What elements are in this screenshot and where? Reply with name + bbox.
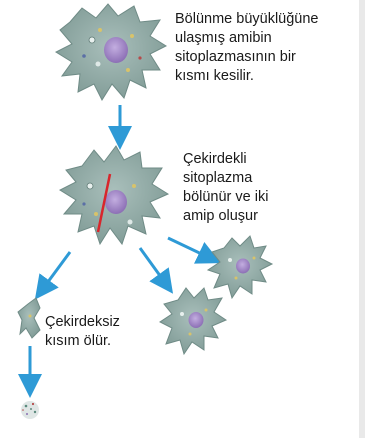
dead-remnant [21,401,39,419]
amoeba-top [56,4,166,100]
arrow-to-lower-amoeba [140,248,166,284]
arrow-to-fragment [42,252,70,290]
nucleus [104,37,128,63]
nucleus [105,190,127,214]
amoeba-middle [60,146,168,244]
anucleate-fragment [18,298,40,338]
caption-middle: Çekirdekli sitoplazma bölünür ve iki ami… [183,150,268,226]
amoeba-daughter-lower [160,288,226,354]
caption-bottom: Çekirdeksiz kısım ölür. [45,313,120,351]
caption-top: Bölünme büyüklüğüne ulaşmış amibin sitop… [175,10,319,86]
arrow-to-right-amoeba [168,238,210,258]
page-edge [359,0,365,438]
amoeba-daughter-right [208,236,272,298]
